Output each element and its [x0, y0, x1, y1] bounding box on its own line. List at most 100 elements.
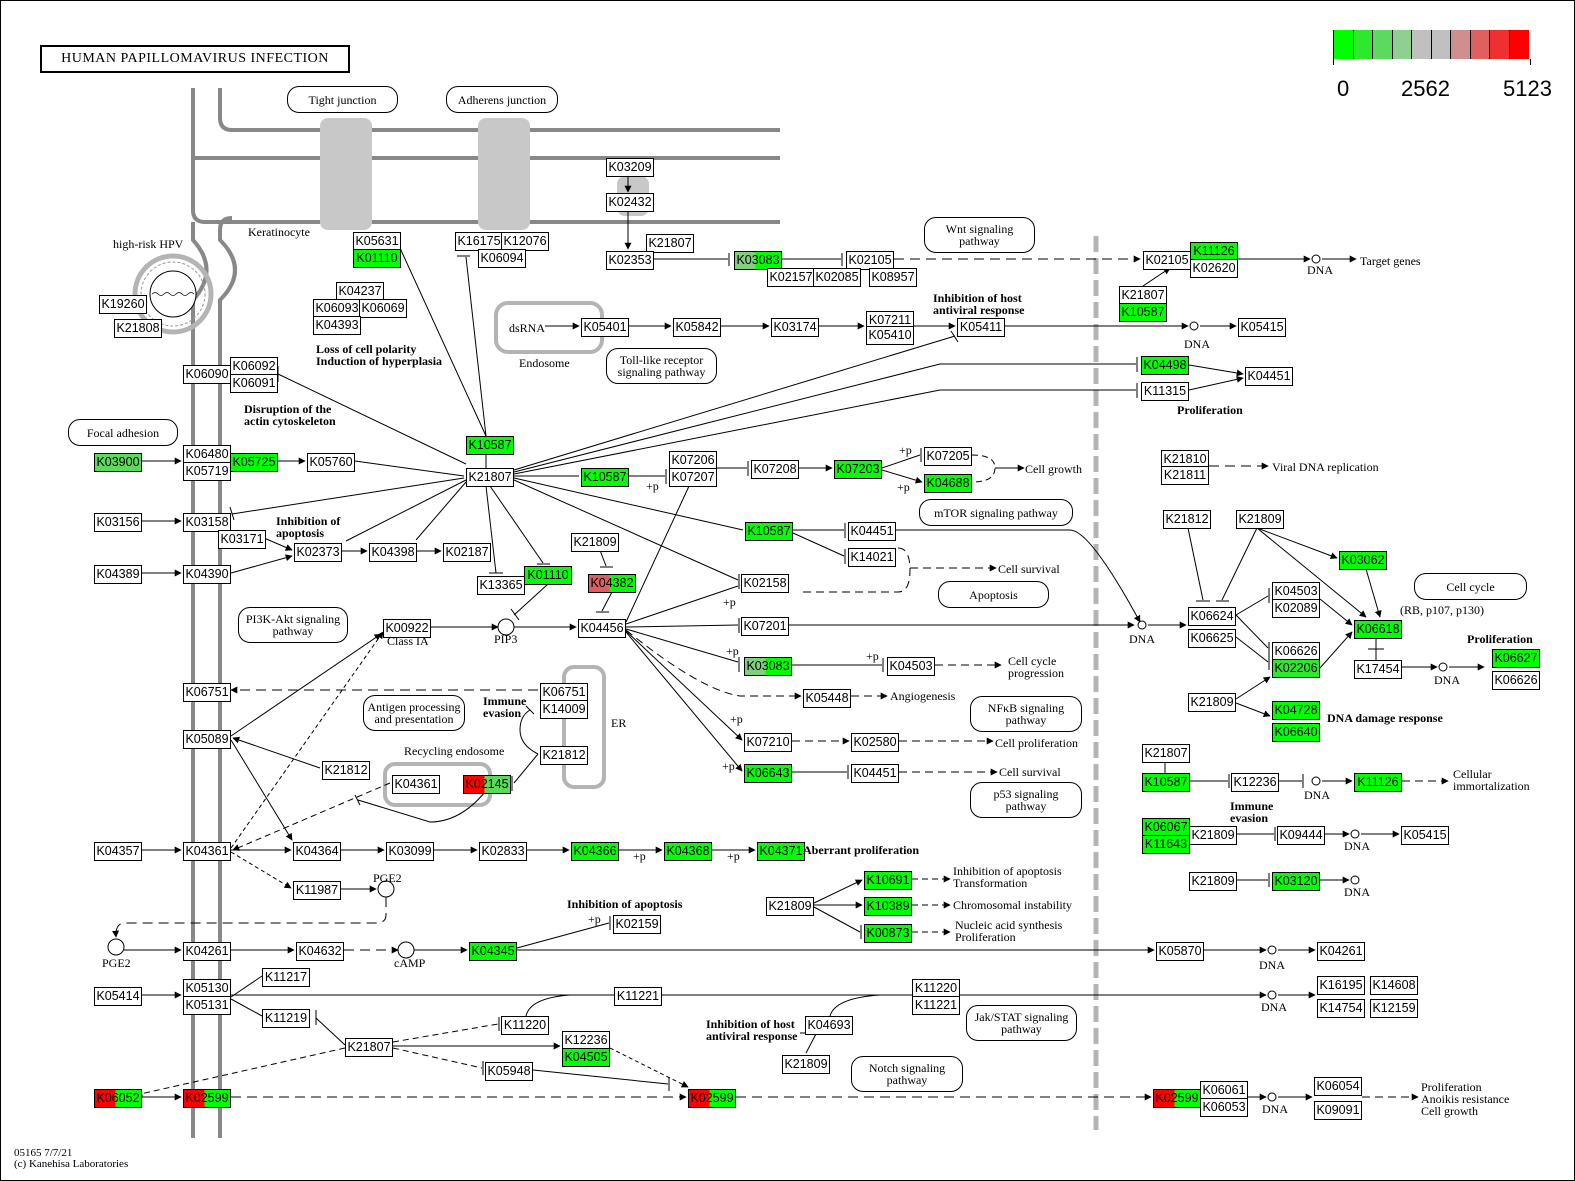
pathway-link-cell-cycle[interactable]: Cell cycle: [1414, 573, 1527, 600]
gene-node-k05401[interactable]: K05401: [581, 318, 629, 337]
gene-node-k04389[interactable]: K04389: [94, 565, 142, 584]
gene-node-k04390[interactable]: K04390: [183, 565, 231, 584]
gene-node-k05130[interactable]: K05130: [183, 979, 231, 998]
gene-node-k07210[interactable]: K07210: [744, 733, 792, 752]
gene-node-k04371[interactable]: K04371: [757, 842, 805, 861]
gene-node-k04361[interactable]: K04361: [392, 775, 440, 794]
gene-node-k02085[interactable]: K02085: [813, 268, 861, 287]
gene-node-k05725[interactable]: K05725: [230, 453, 278, 472]
gene-node-k08957[interactable]: K08957: [869, 268, 917, 287]
gene-node-k16175[interactable]: K16175: [455, 232, 503, 251]
gene-node-k04361[interactable]: K04361: [183, 842, 231, 861]
gene-node-k10587[interactable]: K10587: [1119, 303, 1167, 322]
gene-node-k04393[interactable]: K04393: [313, 316, 361, 335]
gene-node-k11315[interactable]: K11315: [1141, 382, 1189, 401]
gene-node-k07201[interactable]: K07201: [741, 617, 789, 636]
gene-node-k21807[interactable]: K21807: [345, 1038, 393, 1057]
gene-node-k21811[interactable]: K21811: [1161, 466, 1209, 485]
gene-node-k05870[interactable]: K05870: [1156, 942, 1204, 961]
gene-node-k21807[interactable]: K21807: [466, 468, 514, 487]
gene-node-k06094[interactable]: K06094: [478, 249, 526, 268]
gene-node-k11643[interactable]: K11643: [1142, 835, 1190, 854]
gene-node-k02105[interactable]: K02105: [846, 251, 894, 270]
gene-node-k03158[interactable]: K03158: [183, 513, 231, 532]
gene-node-k03174[interactable]: K03174: [771, 318, 819, 337]
gene-node-k00873[interactable]: K00873: [864, 924, 912, 943]
gene-node-k05415[interactable]: K05415: [1238, 318, 1286, 337]
gene-node-k14754[interactable]: K14754: [1317, 999, 1365, 1018]
gene-node-k12159[interactable]: K12159: [1370, 999, 1418, 1018]
gene-node-k07208[interactable]: K07208: [751, 460, 799, 479]
gene-node-k03083[interactable]: K03083: [734, 251, 782, 270]
gene-node-k03120[interactable]: K03120: [1272, 872, 1320, 891]
gene-node-k03083[interactable]: K03083: [744, 657, 792, 676]
pathway-link-nf-b-signaling-pathway[interactable]: NFκB signaling pathway: [970, 696, 1082, 732]
gene-node-k14608[interactable]: K14608: [1370, 976, 1418, 995]
pathway-link-p53-signaling-pathway[interactable]: p53 signaling pathway: [970, 782, 1082, 818]
gene-node-k02580[interactable]: K02580: [851, 733, 899, 752]
gene-node-k06624[interactable]: K06624: [1188, 607, 1236, 626]
gene-node-k17454[interactable]: K17454: [1354, 660, 1402, 679]
gene-node-k21812[interactable]: K21812: [322, 761, 370, 780]
gene-node-k05719[interactable]: K05719: [183, 462, 231, 481]
gene-node-k02353[interactable]: K02353: [606, 251, 654, 270]
gene-node-k04456[interactable]: K04456: [578, 619, 626, 638]
gene-node-k05415[interactable]: K05415: [1401, 826, 1449, 845]
gene-node-k04261[interactable]: K04261: [1317, 942, 1365, 961]
gene-node-k06626[interactable]: K06626: [1272, 642, 1320, 661]
gene-node-k05414[interactable]: K05414: [94, 987, 142, 1006]
gene-node-k03209[interactable]: K03209: [606, 158, 654, 177]
gene-node-k02599[interactable]: K02599: [1153, 1089, 1201, 1108]
gene-node-k11221[interactable]: K11221: [614, 987, 662, 1006]
gene-node-k05448[interactable]: K05448: [803, 689, 851, 708]
gene-node-k02157[interactable]: K02157: [767, 268, 815, 287]
gene-node-k12236[interactable]: K12236: [1231, 773, 1279, 792]
gene-node-k03171[interactable]: K03171: [218, 530, 266, 549]
gene-node-k04505[interactable]: K04505: [562, 1048, 610, 1067]
gene-node-k06625[interactable]: K06625: [1188, 629, 1236, 648]
gene-node-k06069[interactable]: K06069: [359, 299, 407, 318]
pathway-link-pi3k-akt-signaling-pathway[interactable]: PI3K-Akt signaling pathway: [238, 607, 348, 643]
gene-node-k04451[interactable]: K04451: [1245, 367, 1293, 386]
gene-node-k07203[interactable]: K07203: [834, 460, 882, 479]
gene-node-k04451[interactable]: K04451: [851, 764, 899, 783]
gene-node-k02145[interactable]: K02145: [463, 775, 511, 794]
gene-node-k21807[interactable]: K21807: [646, 234, 694, 253]
gene-node-k06643[interactable]: K06643: [744, 764, 792, 783]
gene-node-k04345[interactable]: K04345: [469, 942, 517, 961]
gene-node-k21809[interactable]: K21809: [782, 1055, 830, 1074]
gene-node-k14009[interactable]: K14009: [540, 700, 588, 719]
gene-node-k06640[interactable]: K06640: [1272, 723, 1320, 742]
gene-node-k05631[interactable]: K05631: [353, 232, 401, 251]
gene-node-k02159[interactable]: K02159: [613, 915, 661, 934]
gene-node-k09091[interactable]: K09091: [1314, 1101, 1362, 1120]
pathway-link-notch-signaling-pathway[interactable]: Notch signaling pathway: [851, 1056, 963, 1092]
gene-node-k11220[interactable]: K11220: [501, 1016, 549, 1035]
gene-node-k05410[interactable]: K05410: [866, 326, 914, 345]
gene-node-k01110[interactable]: K01110: [353, 249, 401, 268]
gene-node-k02833[interactable]: K02833: [479, 842, 527, 861]
gene-node-k05760[interactable]: K05760: [307, 453, 355, 472]
gene-node-k06053[interactable]: K06053: [1200, 1098, 1248, 1117]
gene-node-k06091[interactable]: K06091: [230, 374, 278, 393]
pathway-link-adherens-junction[interactable]: Adherens junction: [446, 86, 558, 113]
gene-node-k06751[interactable]: K06751: [183, 683, 231, 702]
gene-node-k10587[interactable]: K10587: [745, 522, 793, 541]
gene-node-k04364[interactable]: K04364: [293, 842, 341, 861]
gene-node-k10691[interactable]: K10691: [864, 871, 912, 890]
gene-node-k21809[interactable]: K21809: [1188, 693, 1236, 712]
gene-node-k05131[interactable]: K05131: [183, 996, 231, 1015]
gene-node-k21809[interactable]: K21809: [571, 533, 619, 552]
gene-node-k13365[interactable]: K13365: [477, 576, 525, 595]
gene-node-k06626[interactable]: K06626: [1492, 671, 1540, 690]
gene-node-k06618[interactable]: K06618: [1354, 620, 1402, 639]
gene-node-k06751[interactable]: K06751: [540, 683, 588, 702]
gene-node-k04503[interactable]: K04503: [887, 657, 935, 676]
pathway-link-apoptosis[interactable]: Apoptosis: [938, 581, 1049, 608]
gene-node-k10389[interactable]: K10389: [864, 897, 912, 916]
gene-node-k19260[interactable]: K19260: [99, 295, 147, 314]
gene-node-k02187[interactable]: K02187: [443, 543, 491, 562]
gene-node-k04451[interactable]: K04451: [848, 522, 896, 541]
gene-node-k10587[interactable]: K10587: [1142, 773, 1190, 792]
gene-node-k05948[interactable]: K05948: [485, 1062, 533, 1081]
